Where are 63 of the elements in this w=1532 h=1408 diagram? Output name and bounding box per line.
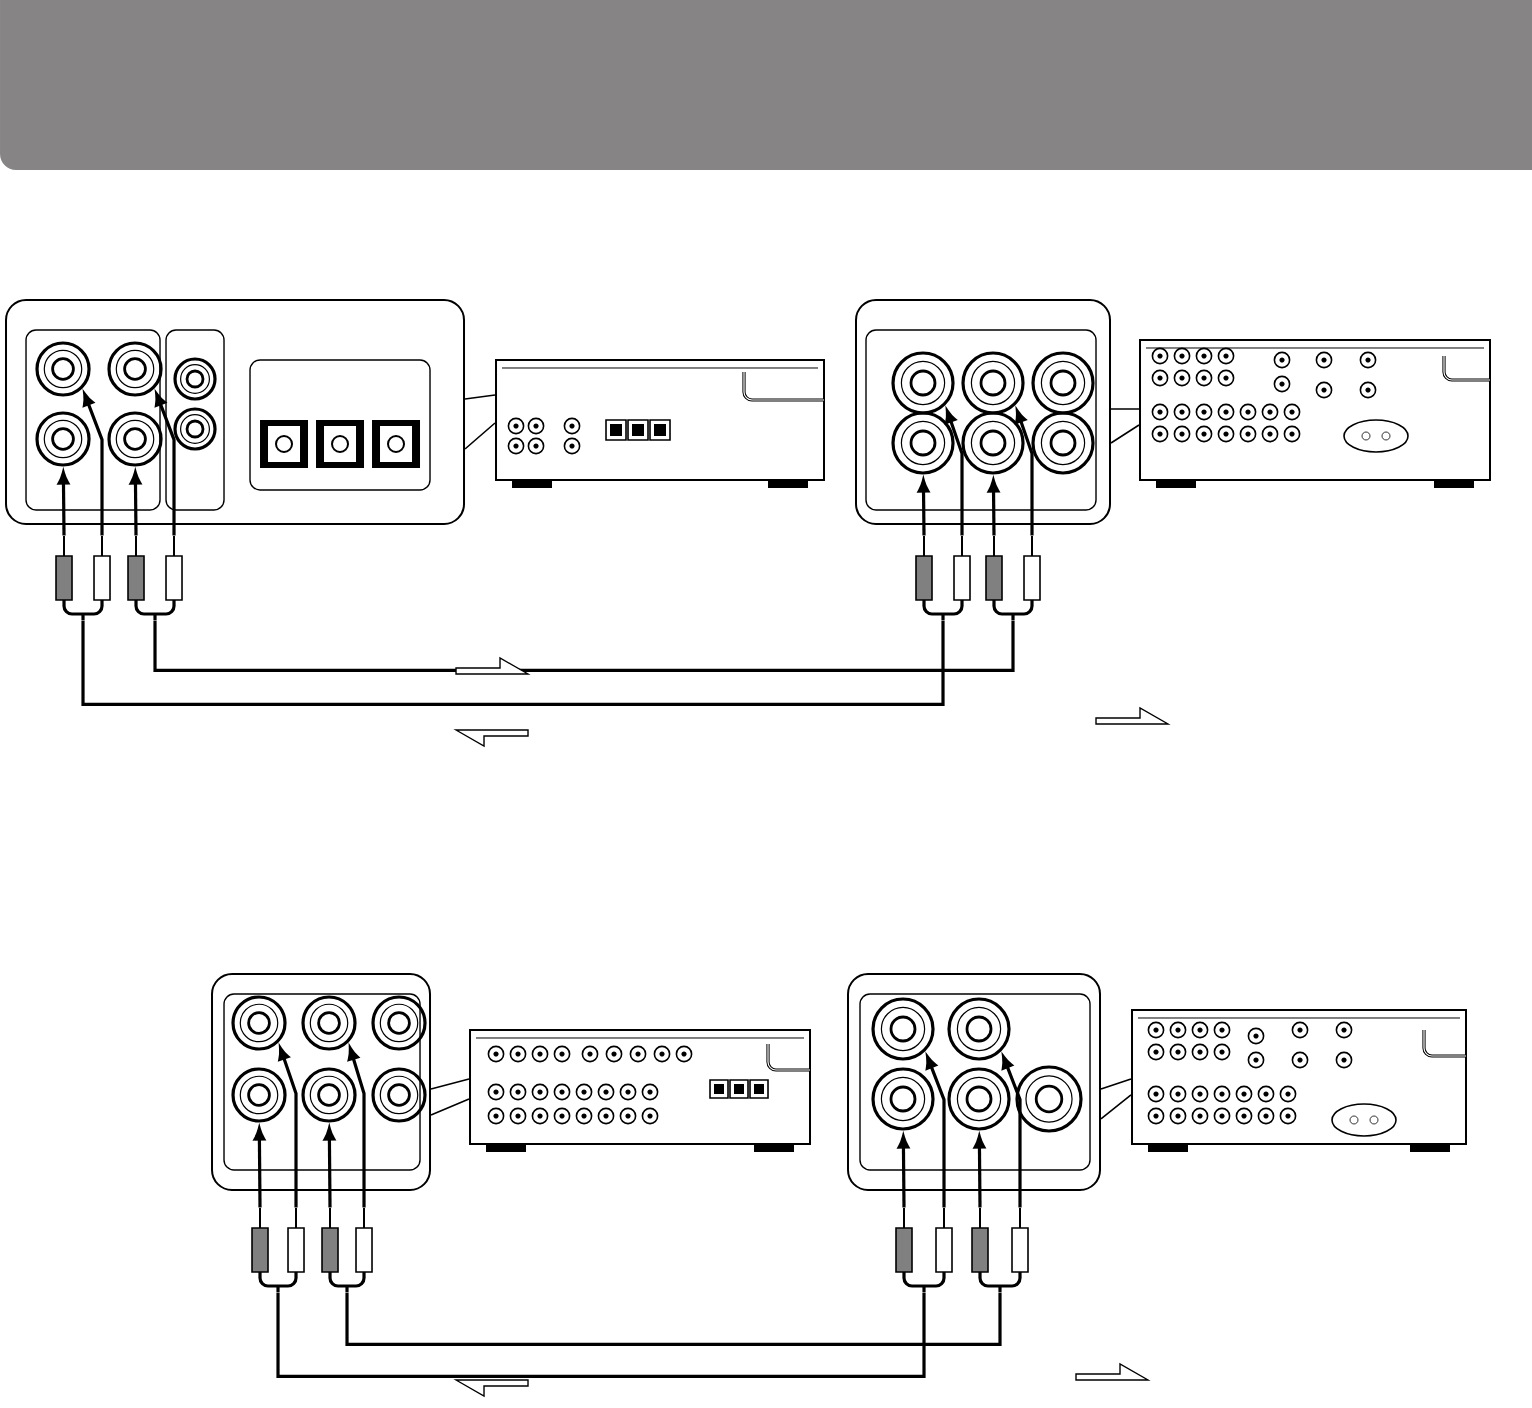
rca-jack: [371, 995, 427, 1051]
rca-plug-drawing: [971, 1207, 1029, 1292]
rca-jack: [173, 407, 217, 451]
insertion-arrow: [973, 1135, 986, 1208]
rca-jack: [173, 357, 217, 401]
rca-jack: [947, 1067, 1011, 1131]
insertion-arrow: [129, 471, 142, 536]
rca-plug-drawing: [895, 1207, 953, 1292]
rca-jack: [1015, 1065, 1083, 1133]
jack-panel: [5, 299, 465, 525]
insertion-arrow: [82, 392, 104, 536]
cable: [276, 1292, 926, 1378]
rca-plug-drawing: [915, 535, 971, 620]
insertion-arrow: [57, 471, 70, 536]
rca-jack: [301, 995, 357, 1051]
zoom-line: [464, 394, 496, 450]
zoom-line: [1110, 408, 1140, 444]
jack-panel: [847, 973, 1101, 1191]
insertion-arrow: [278, 1046, 298, 1208]
rca-jack: [871, 1067, 935, 1131]
device-drawing: [1139, 339, 1491, 488]
rca-jack: [107, 411, 163, 467]
rca-plug-drawing: [321, 1207, 373, 1292]
rca-jack: [871, 997, 935, 1061]
insertion-arrow: [253, 1127, 266, 1208]
jack-panel: [211, 973, 431, 1191]
insertion-arrow: [154, 392, 176, 536]
rca-plug-drawing: [127, 535, 183, 620]
rca-jack: [891, 411, 955, 475]
insertion-arrow: [1001, 1055, 1022, 1208]
insertion-arrow: [1015, 409, 1034, 536]
insertion-arrow: [987, 479, 1000, 536]
rca-plug-drawing: [251, 1207, 305, 1292]
insertion-arrow: [347, 1047, 366, 1208]
rca-jack: [35, 411, 91, 467]
cable: [81, 620, 945, 706]
rca-jack: [371, 1067, 427, 1123]
rca-jack: [107, 341, 163, 397]
rca-jack: [231, 995, 287, 1051]
zoom-line: [430, 1078, 470, 1116]
rca-jack: [961, 351, 1025, 415]
rca-jack: [1031, 411, 1095, 475]
jack-panel: [855, 299, 1111, 525]
insertion-arrow: [917, 479, 930, 536]
rca-plug-drawing: [55, 535, 111, 620]
rca-jack: [231, 1067, 287, 1123]
rca-jack: [301, 1067, 357, 1123]
rca-plug-drawing: [985, 535, 1041, 620]
insertion-arrow: [323, 1127, 336, 1208]
rca-jack: [961, 411, 1025, 475]
rca-jack: [891, 351, 955, 415]
insertion-arrow: [925, 1055, 946, 1208]
cable: [345, 1292, 1002, 1346]
cable: [153, 620, 1015, 672]
device-drawing: [469, 1029, 811, 1152]
insertion-arrow: [945, 409, 964, 536]
rca-jack: [1031, 351, 1095, 415]
device-drawing: [1131, 1009, 1467, 1152]
insertion-arrow: [897, 1135, 910, 1208]
rca-jack: [947, 997, 1011, 1061]
zoom-line: [1100, 1078, 1132, 1120]
rca-jack: [35, 341, 91, 397]
device-drawing: [495, 359, 825, 488]
